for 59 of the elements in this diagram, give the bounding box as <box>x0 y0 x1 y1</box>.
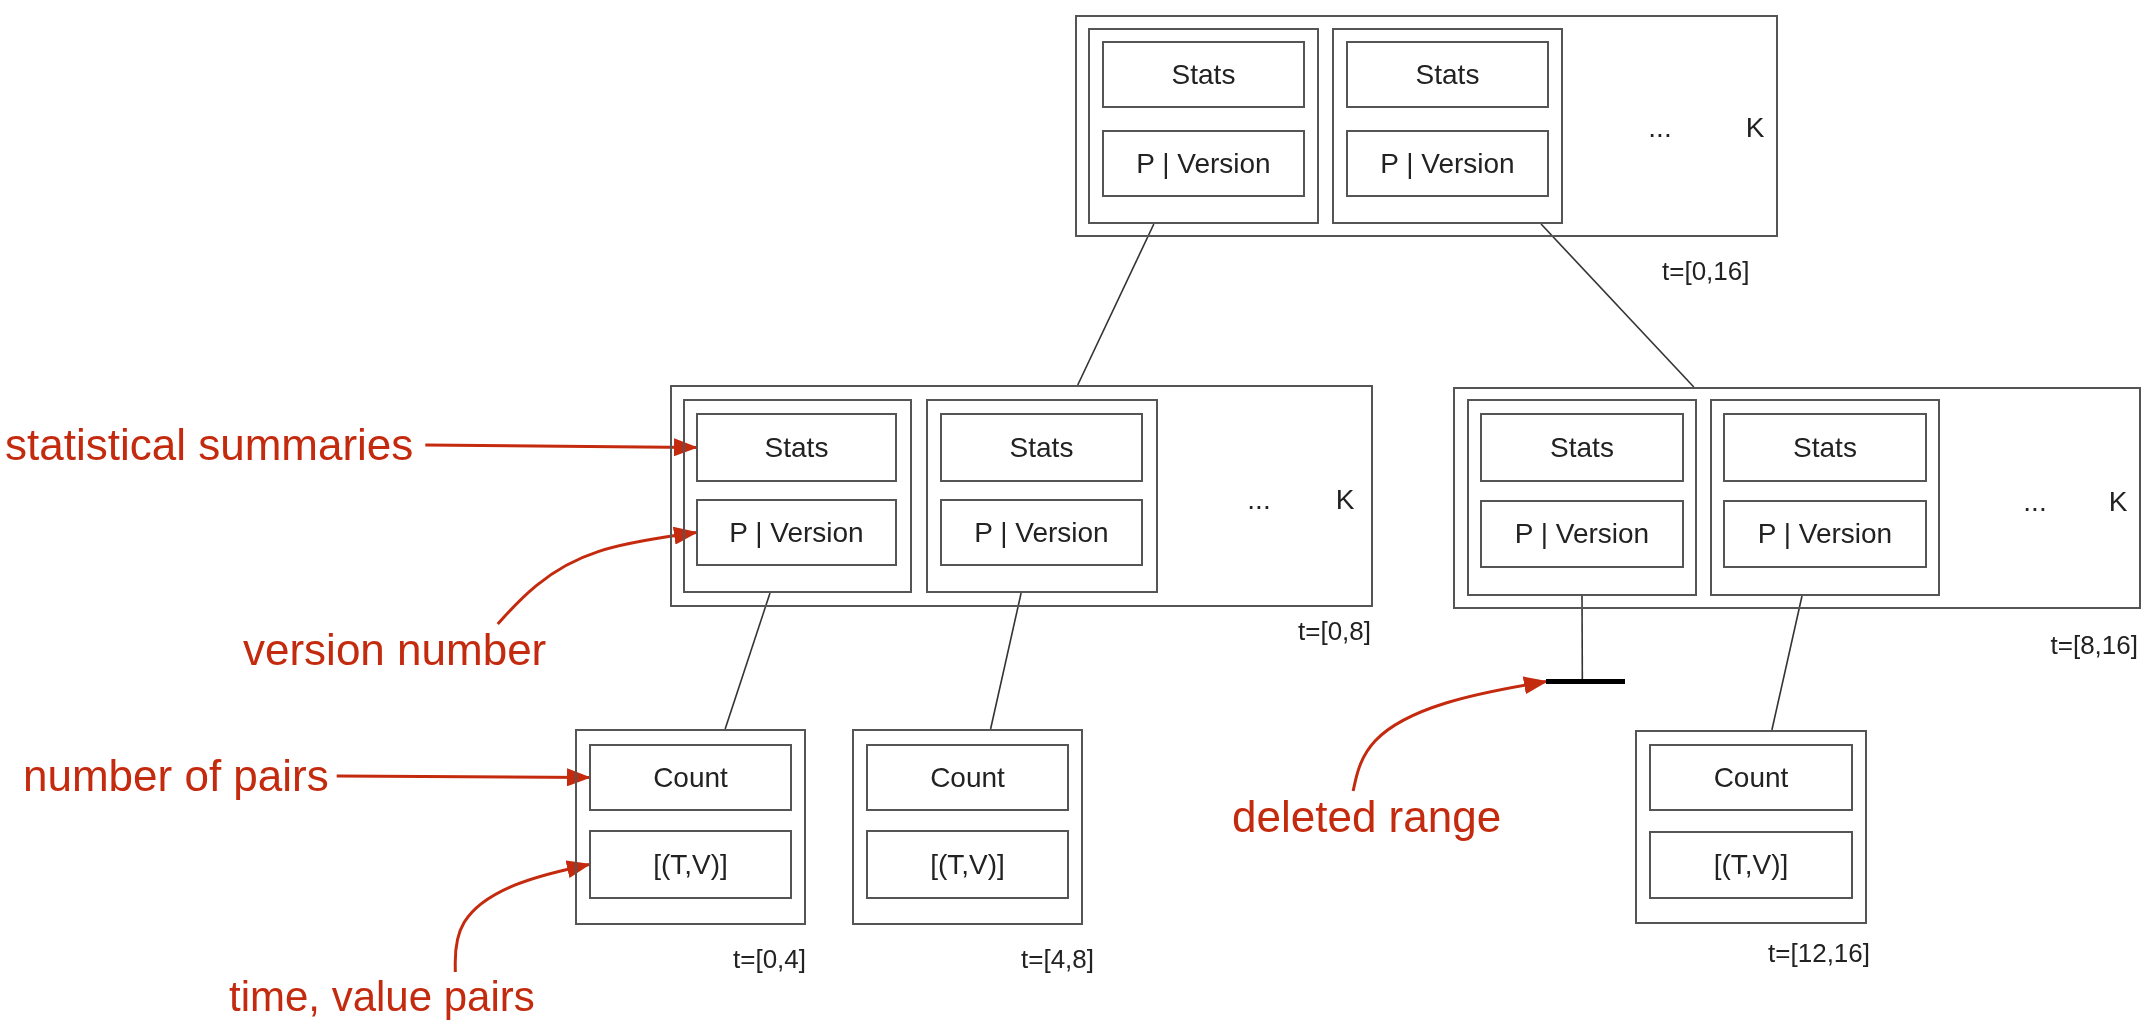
node-box <box>1453 387 2141 609</box>
ellipsis: ... <box>1648 112 1672 144</box>
time-range-label: t=[0,16] <box>1662 256 1750 287</box>
stats-field: Stats <box>1346 41 1549 108</box>
entry-box <box>926 399 1158 593</box>
time-range-label: t=[0,8] <box>1298 616 1371 647</box>
entry-box <box>1332 28 1563 224</box>
entry-box <box>1088 28 1319 224</box>
connector-line <box>1076 223 1155 386</box>
capacity-label: K <box>1745 112 1765 144</box>
node-box <box>670 385 1373 607</box>
node-box <box>1075 15 1778 237</box>
entry-box <box>1467 399 1697 596</box>
arrow <box>453 860 591 972</box>
version-field: P | Version <box>940 499 1143 566</box>
version-field: P | Version <box>1102 130 1305 197</box>
version-field: P | Version <box>696 499 897 566</box>
count-field: Count <box>1649 744 1853 811</box>
version-field: P | Version <box>1346 130 1549 197</box>
version-field: P | Version <box>1723 500 1927 568</box>
connector-line <box>989 592 1022 730</box>
stats-field: Stats <box>1723 413 1927 482</box>
ellipsis: ... <box>1247 484 1271 516</box>
deleted-range-bar <box>1546 679 1625 684</box>
annotation-label: statistical summaries <box>5 423 414 467</box>
stats-field: Stats <box>696 413 897 482</box>
capacity-label: K <box>1335 484 1355 516</box>
leaf-box <box>852 729 1083 925</box>
stats-field: Stats <box>940 413 1143 482</box>
time-range-label: t=[12,16] <box>1768 938 1870 969</box>
entry-box <box>1710 399 1940 596</box>
pairs-field: [(T,V)] <box>866 830 1069 899</box>
annotation-label: version number <box>243 628 547 672</box>
pairs-field: [(T,V)] <box>1649 831 1853 899</box>
arrow <box>336 768 591 787</box>
count-field: Count <box>589 744 792 811</box>
time-range-label: t=[8,16] <box>2050 630 2138 661</box>
annotation-label: time, value pairs <box>229 976 535 1018</box>
stats-field: Stats <box>1480 413 1684 482</box>
connector-line <box>1771 595 1803 731</box>
capacity-label: K <box>2108 486 2128 518</box>
arrow <box>1351 676 1548 792</box>
connector-line <box>1540 223 1695 388</box>
pairs-field: [(T,V)] <box>589 830 792 899</box>
arrow <box>496 526 698 625</box>
annotation-label: deleted range <box>1232 795 1502 839</box>
time-range-label: t=[0,4] <box>733 944 806 975</box>
annotation-label: number of pairs <box>23 754 329 798</box>
leaf-box <box>1635 730 1867 924</box>
count-field: Count <box>866 744 1069 811</box>
entry-box <box>683 399 912 593</box>
ellipsis: ... <box>2023 486 2047 518</box>
leaf-box <box>575 729 806 925</box>
connector-line <box>724 592 771 730</box>
connector-line <box>1581 595 1584 680</box>
stats-field: Stats <box>1102 41 1305 108</box>
version-field: P | Version <box>1480 500 1684 568</box>
time-range-label: t=[4,8] <box>1021 944 1094 975</box>
arrow <box>425 438 698 457</box>
